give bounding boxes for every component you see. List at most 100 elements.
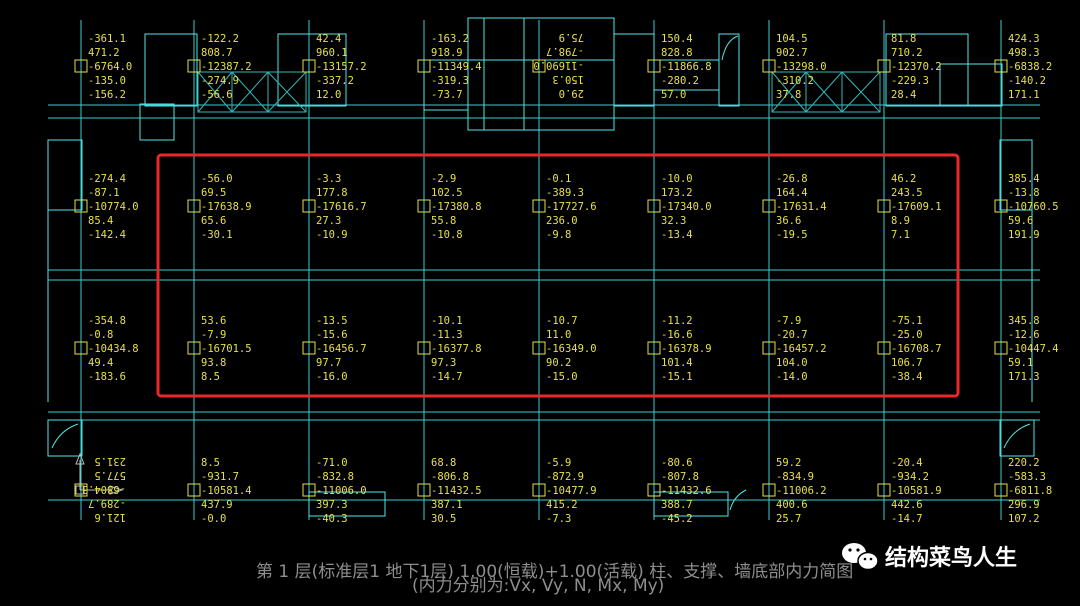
force-value: -10.8 bbox=[431, 229, 463, 241]
force-value: 7.1 bbox=[891, 229, 910, 241]
force-value: -14.7 bbox=[891, 513, 923, 525]
force-value: 387.1 bbox=[431, 499, 463, 511]
force-value: 828.8 bbox=[661, 47, 693, 59]
force-value: 191.9 bbox=[1008, 229, 1040, 241]
force-value: 471.2 bbox=[88, 47, 120, 59]
core-wall bbox=[939, 63, 1003, 107]
force-value: -798.7 bbox=[546, 45, 584, 57]
wall-outline bbox=[47, 139, 83, 211]
force-value: -16708.7 bbox=[891, 343, 942, 355]
force-value: 415.2 bbox=[546, 499, 578, 511]
column-square-icon bbox=[187, 483, 201, 497]
stair-arc bbox=[1003, 423, 1031, 449]
column-node: -10.711.0-16349.090.2-15.0 bbox=[532, 315, 597, 383]
force-value: 57.0 bbox=[661, 89, 686, 101]
force-value: 902.7 bbox=[776, 47, 808, 59]
force-value: 93.8 bbox=[201, 357, 226, 369]
force-value: -17609.1 bbox=[891, 201, 942, 213]
force-value: -15.0 bbox=[546, 371, 578, 383]
force-value: -229.3 bbox=[891, 75, 929, 87]
column-node: -10.1-11.3-16377.897.3-14.7 bbox=[417, 315, 482, 383]
force-value: -45.2 bbox=[661, 513, 693, 525]
force-value: -0.8 bbox=[88, 329, 113, 341]
force-value: 808.7 bbox=[201, 47, 233, 59]
force-value: -17616.7 bbox=[316, 201, 367, 213]
column-square-icon bbox=[994, 199, 1008, 213]
force-value: 397.3 bbox=[316, 499, 348, 511]
force-value: 107.2 bbox=[1008, 513, 1040, 525]
axis-x-arrow bbox=[109, 485, 124, 495]
force-value: -16377.8 bbox=[431, 343, 482, 355]
wall-outline bbox=[999, 139, 1033, 211]
force-value: 104.5 bbox=[776, 33, 808, 45]
force-value: 65.6 bbox=[201, 215, 226, 227]
force-value: 171.3 bbox=[1008, 371, 1040, 383]
force-value: -12.6 bbox=[1008, 329, 1040, 341]
force-value: -16.0 bbox=[316, 371, 348, 383]
force-value: -10477.9 bbox=[546, 485, 597, 497]
force-value: 90.2 bbox=[546, 357, 571, 369]
force-value: -71.0 bbox=[316, 457, 348, 469]
force-value: -10581.9 bbox=[891, 485, 942, 497]
column-square-icon bbox=[302, 483, 316, 497]
force-value: 177.8 bbox=[316, 187, 348, 199]
column-square-icon bbox=[302, 199, 316, 213]
force-value: 220.2 bbox=[1008, 457, 1040, 469]
force-value: 388.7 bbox=[661, 499, 693, 511]
force-value: -38.4 bbox=[891, 371, 923, 383]
column-square-icon bbox=[74, 59, 88, 73]
stair-arc bbox=[51, 423, 79, 449]
force-value: -15.6 bbox=[316, 329, 348, 341]
column-square-icon bbox=[647, 341, 661, 355]
force-value: -10.0 bbox=[661, 173, 693, 185]
force-value: -17631.4 bbox=[776, 201, 827, 213]
column-square-icon bbox=[417, 199, 431, 213]
force-value: -140.2 bbox=[1008, 75, 1046, 87]
force-value: -11.2 bbox=[661, 315, 693, 327]
force-value: -5.9 bbox=[546, 457, 571, 469]
force-value: -13298.0 bbox=[776, 61, 827, 73]
force-value: -10447.4 bbox=[1008, 343, 1059, 355]
force-value: 46.2 bbox=[891, 173, 916, 185]
force-value: -280.2 bbox=[661, 75, 699, 87]
force-value: 101.4 bbox=[661, 357, 693, 369]
force-value: -389.3 bbox=[546, 187, 584, 199]
column-square-icon bbox=[877, 483, 891, 497]
column-square-icon bbox=[187, 199, 201, 213]
force-value: -12370.2 bbox=[891, 61, 942, 73]
force-value: 8.9 bbox=[891, 215, 910, 227]
wall-outline bbox=[47, 419, 83, 457]
axis-origin-box bbox=[75, 485, 85, 495]
force-value: 173.2 bbox=[661, 187, 693, 199]
core-wall bbox=[277, 33, 347, 107]
force-value: 437.9 bbox=[201, 499, 233, 511]
force-value: -11349.4 bbox=[431, 61, 482, 73]
force-value: 42.4 bbox=[316, 33, 341, 45]
stair-arc bbox=[721, 35, 739, 61]
force-value: 8.5 bbox=[201, 457, 220, 469]
force-value: -11432.6 bbox=[661, 485, 712, 497]
force-value: -806.8 bbox=[431, 471, 469, 483]
force-value: -13157.2 bbox=[316, 61, 367, 73]
force-value: 236.0 bbox=[546, 215, 578, 227]
force-value: 710.2 bbox=[891, 47, 923, 59]
